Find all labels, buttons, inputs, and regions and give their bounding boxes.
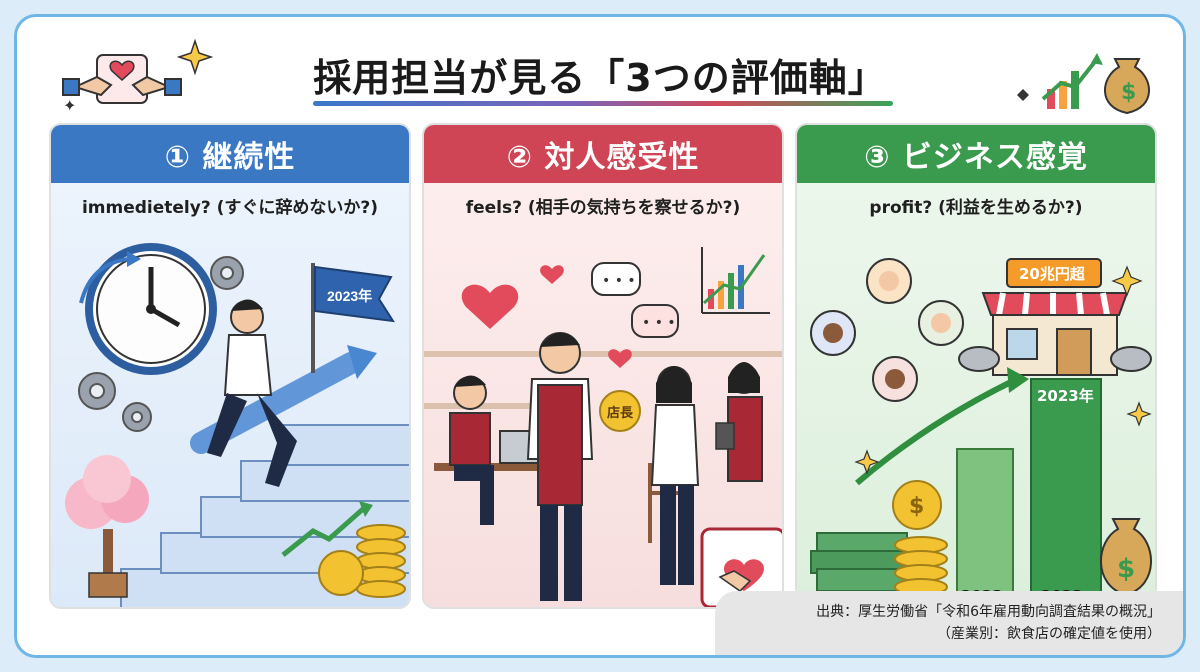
source-line-2: （産業別：飲食店の確定値を使用） <box>937 626 1161 642</box>
svg-text:$: $ <box>909 494 924 519</box>
panel-heading: ② 対人感受性 <box>424 125 782 183</box>
growth-chart-money-icon: $ <box>1017 53 1150 115</box>
bar-left <box>956 448 1014 607</box>
panel-business-sense: ③ ビジネス感覚 profit? (利益を生めるか?) 20兆円超 <box>795 123 1157 609</box>
coin-stack <box>892 480 948 596</box>
svg-text:$: $ <box>1121 80 1136 105</box>
panel-continuity: ① 継続性 immedietely? (すぐに辞めないか?) <box>49 123 411 609</box>
manager-staff: 店長 <box>526 332 641 601</box>
flag-label: 2023年 <box>327 288 372 304</box>
female-staff <box>650 362 763 585</box>
gear-icon <box>78 256 244 432</box>
svg-text:✦: ✦ <box>63 96 76 115</box>
bar-top-label: 2023年 <box>1037 387 1094 405</box>
restaurant-store: 20兆円超 <box>958 258 1152 376</box>
panel-interpersonal: ② 対人感受性 feels? (相手の気持ちを察せるか?) • • • • • … <box>422 123 784 609</box>
manager-badge: 店長 <box>607 405 634 421</box>
source-note: 出典：厚生労働省「令和6年雇用動向調査結果の概況」 （産業別：飲食店の確定値を使… <box>715 591 1183 655</box>
money-bag-icon: $ <box>1100 518 1152 597</box>
infographic-frame: ✦ $ 採用担当が見る「3つの評価軸」 ① 継続性 immedietely? (… <box>14 14 1186 658</box>
clock-icon <box>85 243 217 375</box>
svg-text:• • •: • • • <box>642 315 676 331</box>
sparkle-icon <box>177 39 213 75</box>
coin-stack <box>318 524 406 598</box>
continuity-illustration: 2023年 <box>65 243 409 607</box>
handshake-badge-icon <box>700 527 782 607</box>
heart-icon <box>461 265 632 368</box>
cherry-tree <box>65 455 149 598</box>
panel-heading: ① 継続性 <box>51 125 409 183</box>
growth-chart-icon <box>701 247 770 314</box>
store-sign: 20兆円超 <box>1019 265 1086 283</box>
panel-heading: ③ ビジネス感覚 <box>797 125 1155 183</box>
svg-text:• • •: • • • <box>602 273 636 289</box>
interpersonal-illustration: • • • • • • <box>424 247 782 607</box>
handshake-heart-icon: ✦ <box>62 54 182 115</box>
panel-subtitle: feels? (相手の気持ちを察せるか?) <box>465 198 741 218</box>
speech-bubble-icon <box>591 262 679 338</box>
business-illustration: 20兆円超 2023年 2023 2023 <box>810 258 1152 607</box>
bar-right <box>1030 378 1102 607</box>
sparkle-icon <box>854 265 1152 475</box>
panel-subtitle: profit? (利益を生めるか?) <box>869 198 1083 218</box>
source-line-1: 出典：厚生労働省「令和6年雇用動向調査結果の概況」 <box>816 604 1161 620</box>
svg-text:$: $ <box>1117 554 1135 584</box>
money-stack-icon <box>810 532 908 592</box>
page-title: 採用担当が見る「3つの評価軸」 <box>313 56 887 100</box>
title-underline <box>313 101 893 106</box>
person-climbing <box>207 299 297 487</box>
panel-subtitle: immedietely? (すぐに辞めないか?) <box>81 198 379 218</box>
